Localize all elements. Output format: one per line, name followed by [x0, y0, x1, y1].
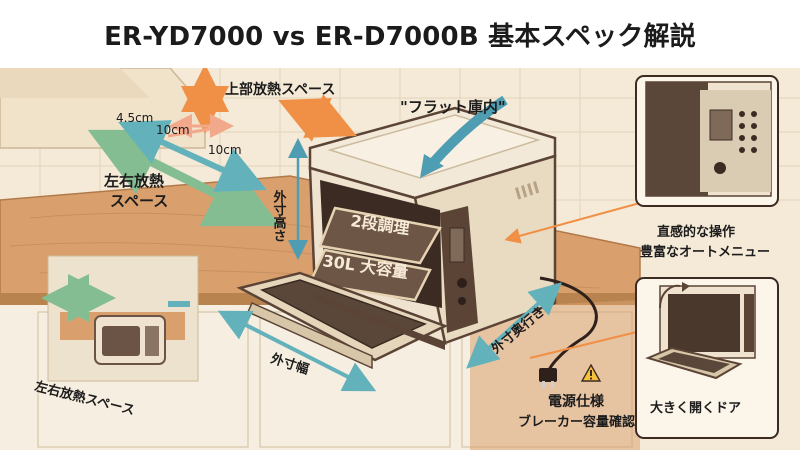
label-auto-menu: 豊富なオートメニュー	[640, 244, 770, 260]
callout-line-top	[504, 202, 641, 244]
label-dim-10b: 10cm	[208, 143, 242, 157]
plug-icon	[539, 368, 557, 388]
callout-line-bottom	[529, 324, 653, 359]
upper-cabinet-shade	[0, 68, 150, 98]
page-title: ER-YD7000 vs ER-D7000B 基本スペック解説	[0, 0, 800, 68]
label-big-door: 大きく開くドア	[650, 400, 741, 416]
label-ext-height: 外寸高さ	[271, 189, 288, 242]
label-dim-10a: 10cm	[156, 123, 190, 137]
oven-vents	[515, 181, 540, 200]
top-space-arrow-d	[278, 94, 357, 142]
label-side-space-2: スペース	[110, 192, 168, 210]
side-space-arrow-teal	[118, 120, 267, 192]
panel-intuitive	[635, 75, 779, 207]
knob-1	[457, 278, 467, 288]
ext-width-arrow	[217, 310, 377, 392]
knob-2	[458, 297, 466, 305]
ext-depth-arrow	[466, 282, 562, 369]
inset-small-oven	[41, 255, 199, 382]
kitchen-scene: 上部放熱スペース "フラット庫内" 4.5cm 10cm 10cm 左右放熱 ス…	[0, 68, 800, 450]
warning-icon	[580, 363, 602, 382]
label-top-space: 上部放熱スペース	[225, 81, 335, 98]
label-intuitive: 直感的な操作	[657, 224, 735, 240]
label-breaker: ブレーカー容量確認	[518, 414, 635, 430]
label-dim-45: 4.5cm	[116, 111, 153, 125]
flat-interior-arrow	[428, 95, 508, 168]
oven	[236, 106, 557, 370]
label-side-space: 左右放熱	[103, 172, 164, 190]
label-flat-interior: "フラット庫内"	[400, 98, 506, 116]
label-power-spec: 電源仕様	[548, 393, 605, 410]
panel-big-door	[635, 277, 779, 439]
